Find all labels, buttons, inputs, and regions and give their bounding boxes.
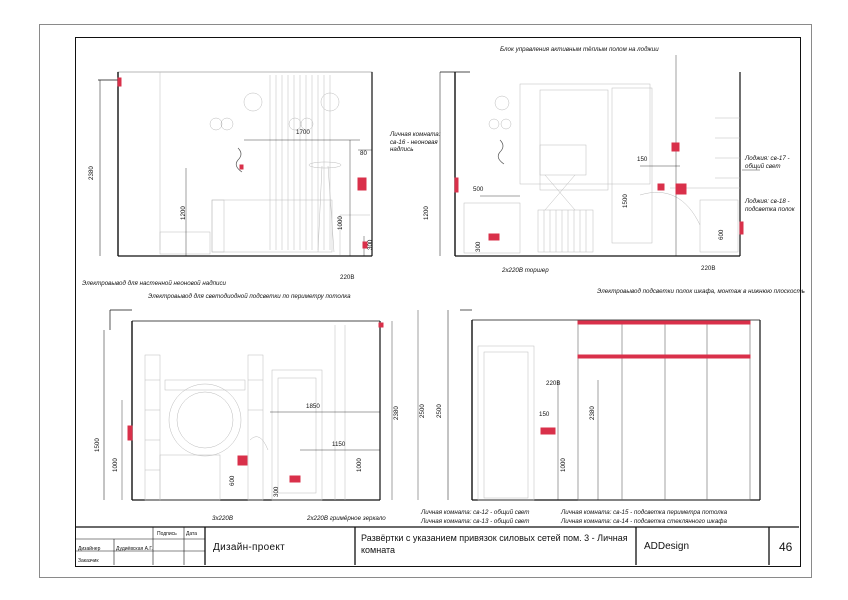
note-led-perimeter: Электровывод для светодиодной подсветки … <box>148 293 351 300</box>
label-client: Заказчик <box>78 558 99 564</box>
legend-sv13: Личная комната: св-13 - общий свет <box>421 518 530 525</box>
dim-tr-150: 150 <box>637 156 648 163</box>
legend-sv14: Личная комната: св-14 - подсветка стекля… <box>561 518 727 525</box>
dim-tr-220: 220В <box>701 265 716 272</box>
note-mirror: 2х220В гримёрное зеркало <box>307 515 386 522</box>
dim-bl-1150: 1150 <box>332 441 346 448</box>
legend-sv12: Личная комната: св-12 - общий свет <box>421 509 530 516</box>
project-name: Дизайн-проект <box>213 542 286 553</box>
legend-sv15: Личная комната: св-15 - подсветка периме… <box>561 509 728 516</box>
note-3x220: 3х220В <box>212 515 233 522</box>
note-room-sv16: Личная комната: св-16 - неоновая надпись <box>390 131 441 153</box>
note-floor-control: Блок управления активным тёплым полом на… <box>500 46 659 53</box>
paper-sheet <box>39 24 812 578</box>
sheet-title: Развёртки с указанием привязок силовых с… <box>361 533 628 555</box>
label-signature: Подпись <box>157 531 177 537</box>
title-block: Дизайнер Дудиёвская А.Г. Заказчик Подпис… <box>75 527 799 565</box>
dim-bl-1850: 1850 <box>306 403 320 410</box>
dim-br-150: 150 <box>539 411 550 418</box>
note-shelf-led: Электровывод подсветки полок шкафа, монт… <box>597 288 805 295</box>
dim-tr-500: 500 <box>473 186 484 193</box>
note-loggia-sv18: Лоджия: св-18 - подсветка полок <box>745 198 795 213</box>
note-torsher: 2х220В торшер <box>502 267 549 274</box>
designer-name: Дудиёвская А.Г. <box>116 546 153 552</box>
dim-tl-80: 80 <box>360 150 367 157</box>
dim-tl-1700: 1700 <box>296 129 310 136</box>
sheet-number: 46 <box>779 540 793 554</box>
company-name: ADDesign <box>644 541 690 552</box>
label-designer: Дизайнер <box>78 546 101 552</box>
label-date: Дата <box>186 531 198 537</box>
drawing-frame <box>75 37 801 567</box>
dim-tl-220: 220В <box>340 274 355 281</box>
dim-br-220: 220В <box>546 380 561 387</box>
note-neon-outlet: Электровывод для настенной неоновой надп… <box>82 280 226 287</box>
note-loggia-sv17: Лоджия: св-17 - общий свет <box>745 155 790 170</box>
